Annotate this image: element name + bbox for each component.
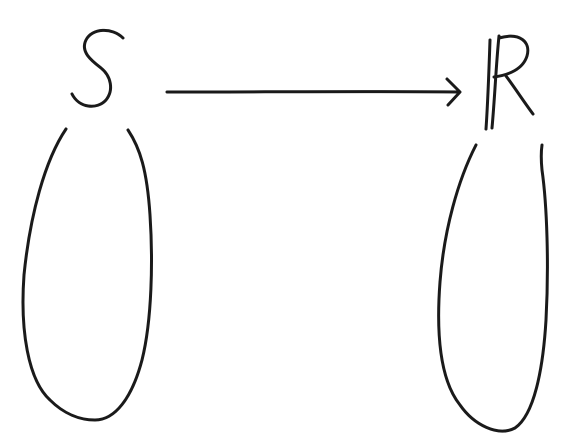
mapping-arrow — [165, 77, 462, 107]
ellipse-target-set — [437, 143, 549, 433]
label-r — [484, 34, 535, 131]
label-s — [70, 28, 125, 108]
ellipse-source-set — [21, 127, 153, 422]
